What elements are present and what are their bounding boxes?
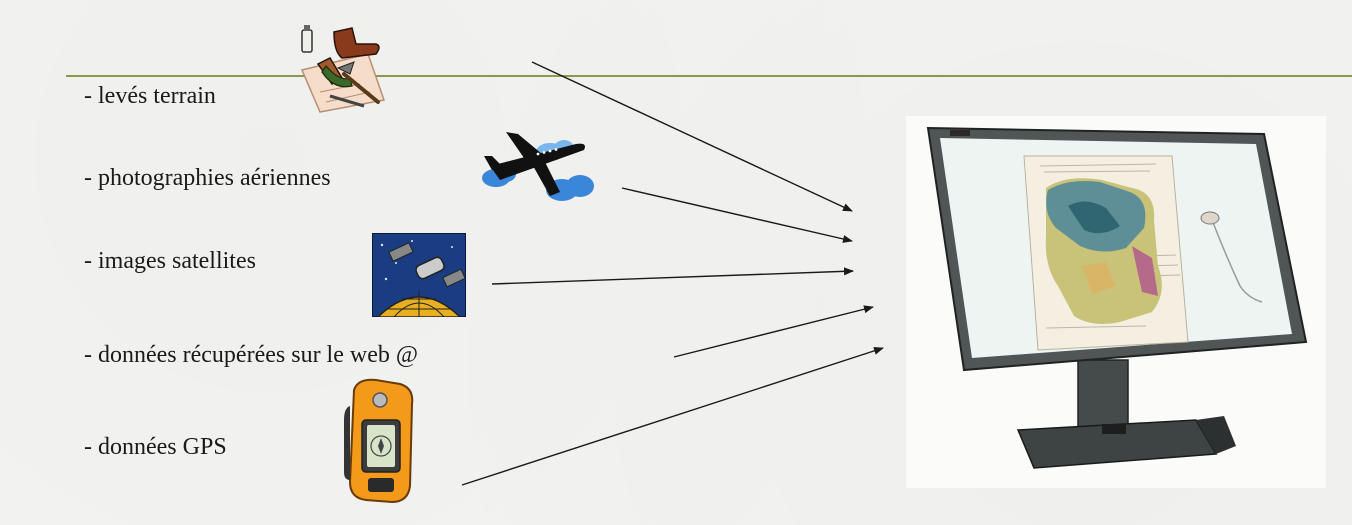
arrow-field-survey	[532, 62, 852, 211]
arrow-aerial-photos	[622, 188, 852, 241]
arrow-web-data	[674, 307, 873, 357]
arrow-gps-data	[462, 348, 883, 485]
arrow-satellite-images	[492, 271, 853, 284]
